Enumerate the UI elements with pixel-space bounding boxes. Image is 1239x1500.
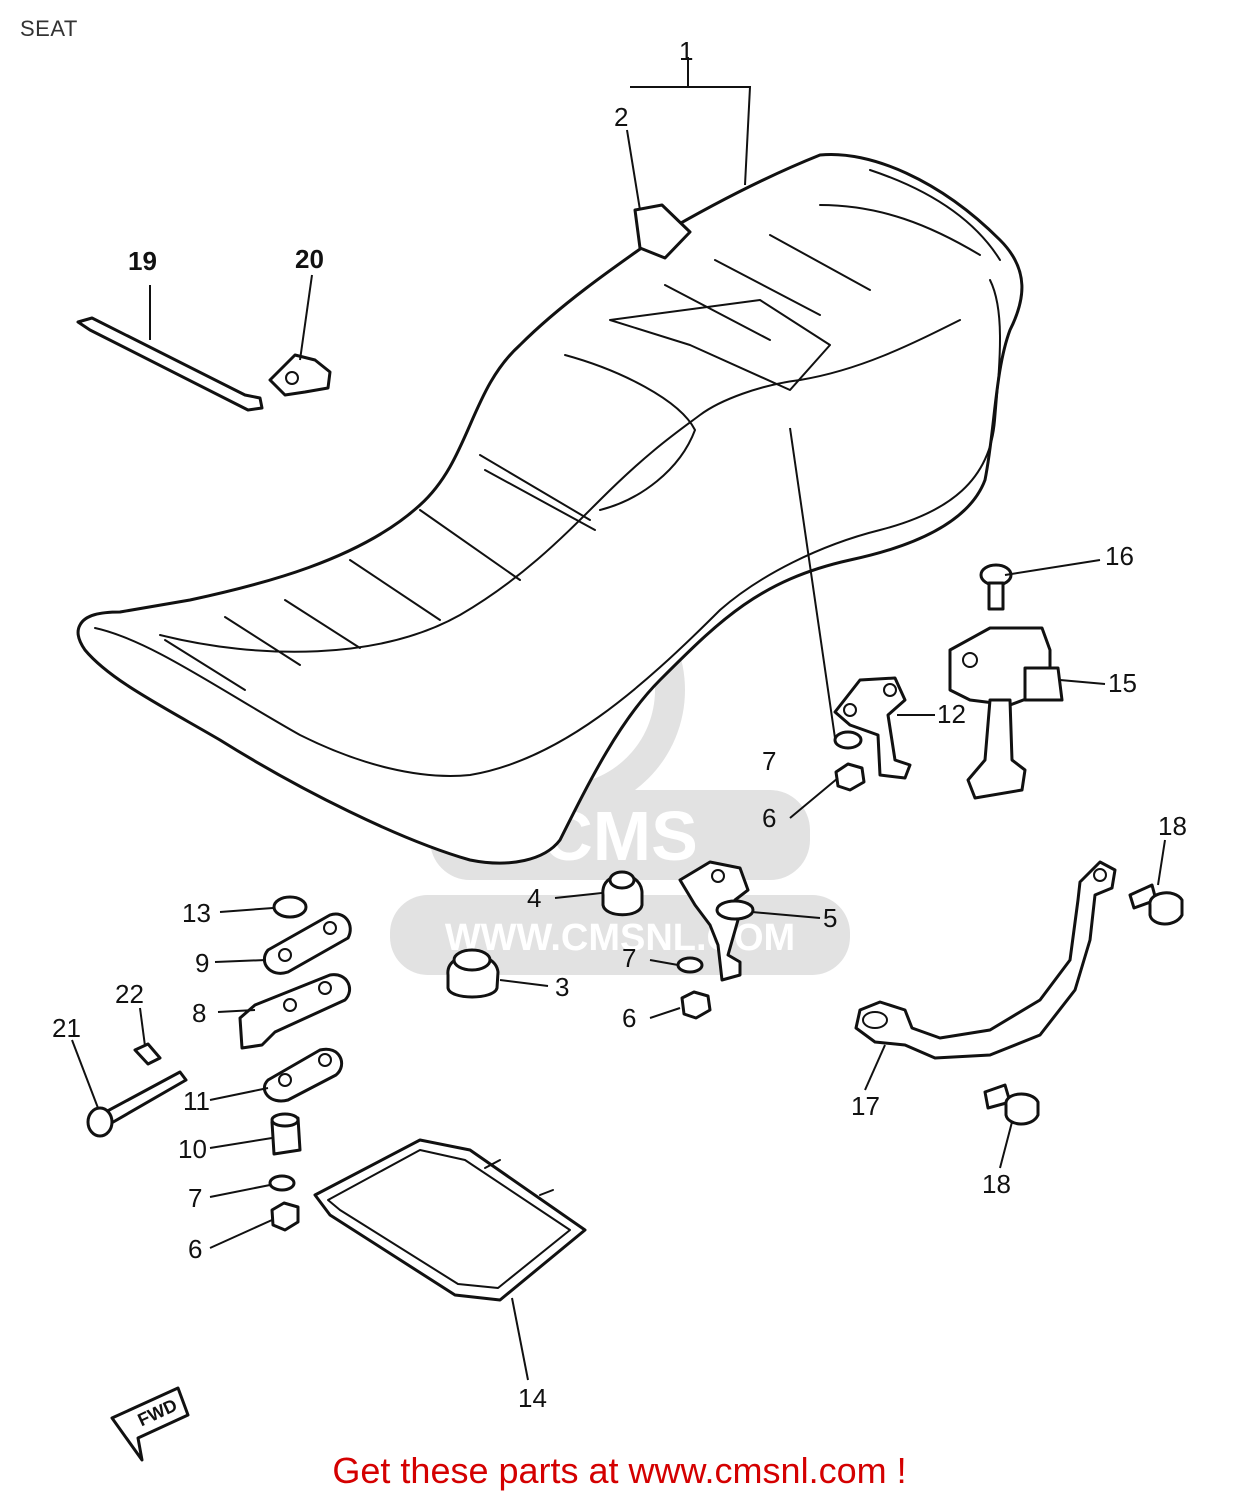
part-6-nut-middle bbox=[680, 990, 712, 1020]
callout-9: 9 bbox=[195, 948, 209, 978]
callout-6-middle: 6 bbox=[622, 1003, 636, 1033]
part-7-washer-middle bbox=[676, 956, 704, 974]
callout-15: 15 bbox=[1108, 668, 1137, 698]
part-20-clip bbox=[268, 353, 332, 397]
part-14-tray bbox=[313, 1138, 587, 1302]
callout-6-right: 6 bbox=[762, 803, 776, 833]
part-4-damper bbox=[601, 870, 644, 917]
part-7-washer-left bbox=[268, 1174, 296, 1192]
callout-2: 2 bbox=[614, 102, 628, 132]
footer-parts-link[interactable]: Get these parts at www.cmsnl.com ! bbox=[332, 1450, 907, 1491]
callout-22: 22 bbox=[115, 979, 144, 1009]
part-7-washer-right bbox=[833, 730, 863, 750]
part-12-bracket bbox=[833, 676, 912, 780]
callout-1: 1 bbox=[679, 36, 693, 66]
callout-7-right: 7 bbox=[762, 746, 776, 776]
callout-18-lower: 18 bbox=[982, 1169, 1011, 1199]
part-10-collar bbox=[270, 1112, 302, 1156]
callout-18-upper: 18 bbox=[1158, 811, 1187, 841]
callout-8: 8 bbox=[192, 998, 206, 1028]
callout-19: 19 bbox=[128, 246, 157, 276]
callout-20: 20 bbox=[295, 244, 324, 274]
callout-7-left: 7 bbox=[188, 1183, 202, 1213]
watermark-url: WWW.CMSNL.COM bbox=[445, 917, 795, 959]
page-title: SEAT bbox=[20, 16, 78, 41]
part-9-plate bbox=[262, 912, 352, 975]
callout-13: 13 bbox=[182, 898, 211, 928]
part-5-hook bbox=[678, 860, 755, 982]
part-15-lock bbox=[948, 626, 1064, 800]
seat-body bbox=[76, 152, 1024, 865]
callout-10: 10 bbox=[178, 1134, 207, 1164]
part-22-clip bbox=[133, 1042, 162, 1066]
callout-21: 21 bbox=[52, 1013, 81, 1043]
part-6-nut-left bbox=[270, 1201, 300, 1232]
part-16-bolt bbox=[979, 563, 1013, 611]
part-8-bracket bbox=[238, 973, 351, 1050]
callout-labels: 1 2 19 20 16 15 12 7 6 18 4 5 13 9 7 3 2… bbox=[52, 36, 1187, 1413]
callout-14: 14 bbox=[518, 1383, 547, 1413]
callout-3: 3 bbox=[555, 972, 569, 1002]
part-11-plate bbox=[262, 1047, 343, 1103]
part-17-grab-bar bbox=[854, 860, 1117, 1060]
part-18-bolt-upper bbox=[1128, 883, 1184, 926]
callout-5: 5 bbox=[823, 903, 837, 933]
part-18-bolt-lower bbox=[983, 1083, 1040, 1126]
part-21-pin bbox=[86, 1070, 188, 1138]
callout-17: 17 bbox=[851, 1091, 880, 1121]
callout-6-left: 6 bbox=[188, 1234, 202, 1264]
callout-4: 4 bbox=[527, 883, 541, 913]
callout-11: 11 bbox=[183, 1086, 210, 1116]
part-19-rod bbox=[76, 316, 264, 412]
callout-16: 16 bbox=[1105, 541, 1134, 571]
part-6-nut-right bbox=[834, 762, 866, 792]
callout-7-middle: 7 bbox=[622, 943, 636, 973]
leader-lines bbox=[71, 57, 1166, 1381]
callout-12: 12 bbox=[937, 699, 966, 729]
part-3-damper bbox=[446, 948, 500, 999]
part-13-washer bbox=[272, 895, 308, 919]
